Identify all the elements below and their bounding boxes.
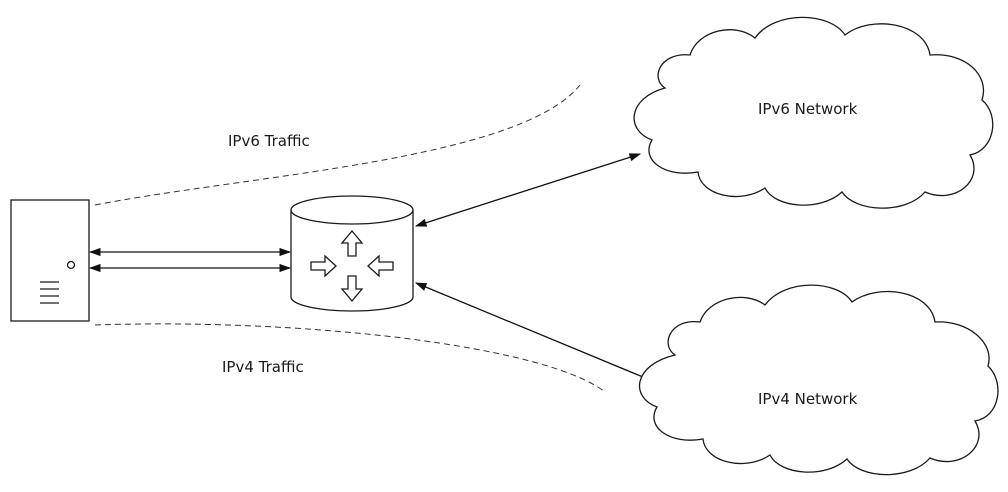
router-arrow-right-icon [310,254,337,278]
router-arrow-up-icon [340,229,364,257]
ipv4-traffic-label: IPv4 Traffic [222,358,304,376]
ipv4-network-cloud: IPv4 Network [638,284,999,476]
ipv6-traffic-path [94,84,581,206]
ipv6-network-label: IPv6 Network [758,100,858,118]
ipv4-network-label: IPv4 Network [758,390,858,408]
ipv6-traffic-label: IPv6 Traffic [228,132,310,150]
router-arrow-down-icon [340,275,364,303]
router-arrow-left-icon [367,254,394,278]
server-icon [10,199,90,322]
router-ipv4-link [414,282,657,383]
ipv6-network-cloud: IPv6 Network [633,16,994,209]
router-icon [290,195,414,312]
ipv4-traffic-path [94,323,606,393]
router-ipv6-link [414,153,642,227]
